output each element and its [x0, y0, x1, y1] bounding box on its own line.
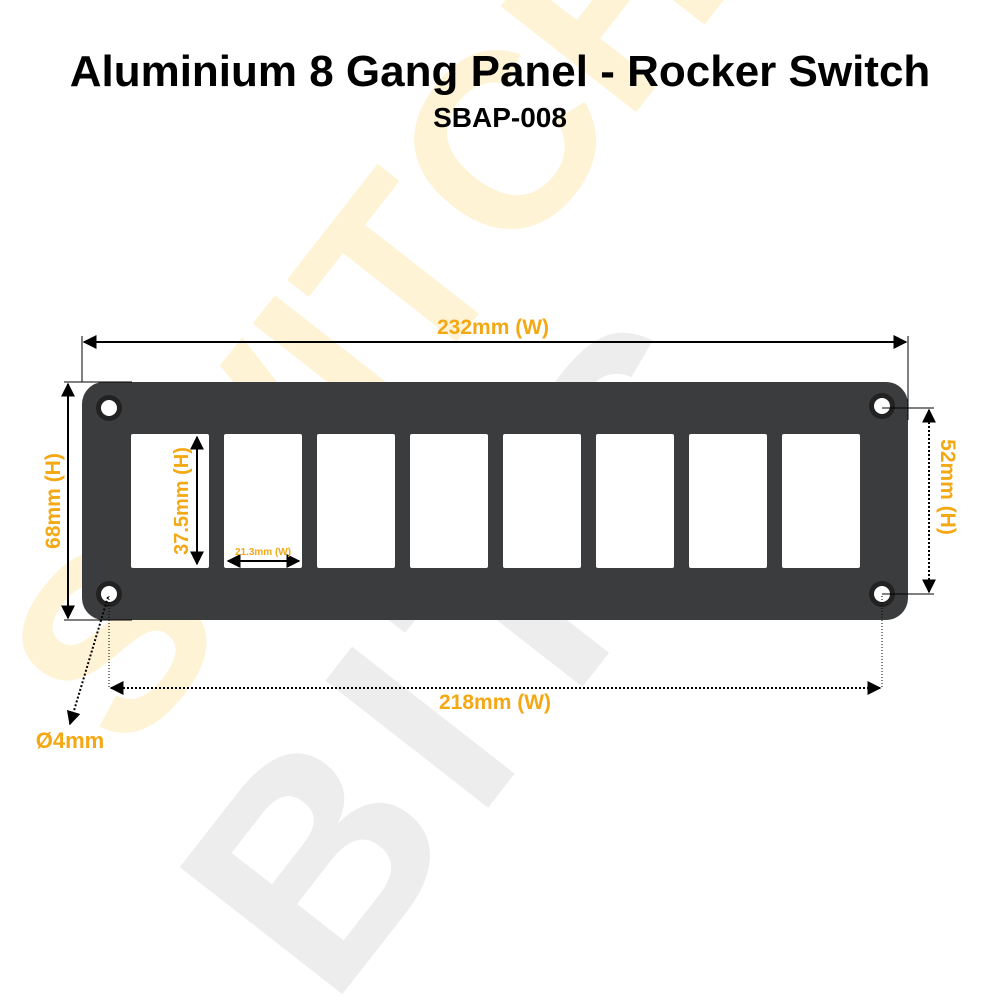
switch-slot [131, 434, 209, 568]
switch-panel [82, 382, 908, 620]
overall-height-label: 68mm (H) [42, 453, 65, 549]
switch-slot [782, 434, 860, 568]
switch-slot [689, 434, 767, 568]
switch-slot [317, 434, 395, 568]
model-number: SBAP-008 [433, 102, 567, 133]
slot-width-label: 21.3mm (W) [235, 547, 291, 558]
switch-slot [503, 434, 581, 568]
page-title: Aluminium 8 Gang Panel - Rocker Switch [70, 47, 931, 96]
switch-slot [410, 434, 488, 568]
switch-slot [596, 434, 674, 568]
mounting-hole [101, 586, 117, 602]
hole-diameter-label: Ø4mm [36, 728, 104, 753]
mounting-hole [874, 398, 890, 414]
hole-spacing-width-label: 218mm (W) [439, 691, 551, 714]
slot-height-label: 37.5mm (H) [171, 447, 193, 555]
switch-slot [224, 434, 302, 568]
hole-spacing-height-label: 52mm (H) [936, 439, 959, 535]
mounting-hole [101, 400, 117, 416]
overall-width-label: 232mm (W) [437, 316, 549, 339]
